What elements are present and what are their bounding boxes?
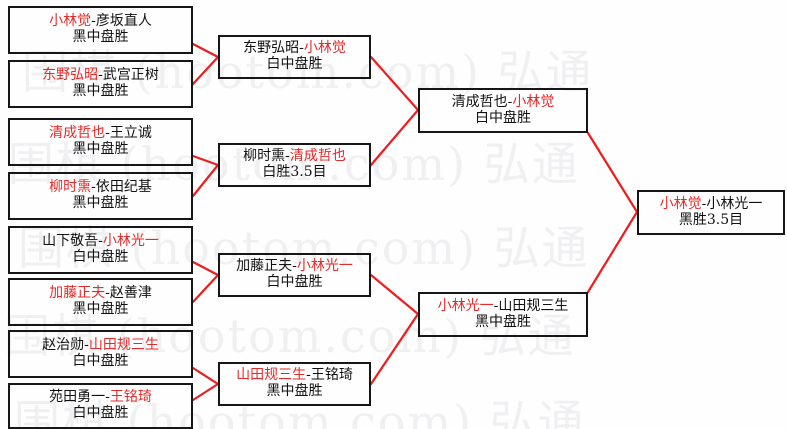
player-left: 山田规三生	[236, 367, 307, 384]
player-right: 小林光一	[102, 233, 159, 250]
match-players: 小林觉-彦坂直人	[49, 13, 152, 30]
match-players: 苑田勇一-王铭琦	[49, 389, 152, 406]
match-node[interactable]: 清成哲也-小林觉 白中盘胜	[418, 88, 588, 133]
match-result: 白胜3.5目	[262, 164, 327, 180]
separator: -	[285, 148, 290, 165]
player-left: 小林觉	[659, 195, 702, 212]
separator: -	[292, 258, 297, 275]
match-players: 柳时熏-清成哲也	[243, 148, 346, 165]
player-right: 小林觉	[512, 93, 555, 110]
match-players: 加藤正夫-小林光一	[236, 258, 353, 275]
separator: -	[493, 297, 499, 314]
player-left: 加藤正夫	[236, 258, 293, 275]
match-result: 黑中盘胜	[72, 301, 129, 317]
player-left: 柳时熏	[49, 179, 92, 196]
player-right: 武宫正树	[102, 67, 159, 84]
player-left: 小林觉	[49, 13, 92, 30]
player-right: 小林光一	[296, 258, 353, 275]
player-right: 依田纪基	[95, 179, 152, 196]
player-left: 小林光一	[437, 297, 494, 314]
player-left: 苑田勇一	[49, 389, 106, 406]
player-left: 清成哲也	[451, 93, 508, 110]
match-node[interactable]: 加藤正夫-赵善津 黑中盘胜	[8, 278, 193, 326]
match-players: 清成哲也-王立诚	[49, 125, 152, 142]
separator: -	[84, 337, 89, 354]
match-node[interactable]: 苑田勇一-王铭琦 白中盘胜	[8, 383, 193, 429]
separator: -	[306, 367, 311, 384]
match-result: 黑中盘胜	[72, 83, 129, 99]
match-result: 白中盘胜	[475, 109, 531, 126]
player-left: 东野弘昭	[42, 67, 99, 84]
match-result: 白中盘胜	[72, 353, 129, 369]
separator: -	[98, 67, 103, 84]
match-node[interactable]: 小林光一-山田规三生 黑中盘胜	[418, 292, 588, 337]
match-result: 白中盘胜	[266, 56, 323, 72]
player-left: 东野弘昭	[243, 40, 300, 57]
separator: -	[701, 195, 707, 212]
player-left: 赵治勋	[42, 337, 85, 354]
player-right: 王铭琦	[109, 389, 152, 406]
separator: -	[91, 179, 96, 196]
player-right: 小林觉	[303, 40, 346, 57]
player-right: 山田规三生	[88, 337, 159, 354]
match-result: 黑胜3.5目	[678, 211, 744, 228]
player-left: 柳时熏	[243, 148, 286, 165]
separator: -	[105, 285, 110, 302]
match-players: 赵治勋-山田规三生	[42, 337, 159, 354]
match-result: 黑中盘胜	[72, 141, 129, 157]
match-node[interactable]: 清成哲也-王立诚 黑中盘胜	[8, 118, 193, 166]
player-left: 山下敬吾	[42, 233, 99, 250]
player-right: 小林光一	[706, 195, 763, 212]
match-node[interactable]: 柳时熏-依田纪基 黑中盘胜	[8, 172, 193, 220]
match-node[interactable]: 东野弘昭-小林觉 白中盘胜	[218, 35, 371, 79]
match-result: 黑中盘胜	[72, 29, 129, 45]
player-right: 山田规三生	[498, 297, 569, 314]
player-right: 王铭琦	[310, 367, 353, 384]
separator: -	[507, 93, 513, 110]
match-node[interactable]: 小林觉-彦坂直人 黑中盘胜	[8, 6, 193, 54]
separator: -	[105, 125, 110, 142]
match-node[interactable]: 加藤正夫-小林光一 白中盘胜	[218, 253, 371, 297]
match-node-final[interactable]: 小林觉-小林光一 黑胜3.5目	[637, 190, 785, 235]
match-players: 清成哲也-小林觉	[451, 93, 555, 111]
player-right: 彦坂直人	[95, 13, 152, 30]
match-players: 山下敬吾-小林光一	[42, 233, 159, 250]
match-players: 东野弘昭-小林觉	[243, 40, 346, 57]
match-result: 白中盘胜	[72, 405, 129, 421]
player-left: 加藤正夫	[49, 285, 106, 302]
match-node[interactable]: 山下敬吾-小林光一 白中盘胜	[8, 226, 193, 274]
separator: -	[91, 13, 96, 30]
player-left: 清成哲也	[49, 125, 106, 142]
match-result: 白中盘胜	[72, 249, 129, 265]
match-players: 加藤正夫-赵善津	[49, 285, 152, 302]
match-node[interactable]: 赵治勋-山田规三生 白中盘胜	[8, 330, 193, 378]
match-result: 黑中盘胜	[266, 383, 323, 399]
match-players: 山田规三生-王铭琦	[236, 367, 353, 384]
match-node[interactable]: 山田规三生-王铭琦 黑中盘胜	[218, 362, 371, 406]
match-players: 小林光一-山田规三生	[437, 297, 569, 315]
separator: -	[299, 40, 304, 57]
player-right: 清成哲也	[289, 148, 346, 165]
match-players: 小林觉-小林光一	[659, 195, 763, 213]
match-result: 白中盘胜	[266, 274, 323, 290]
match-players: 东野弘昭-武宫正树	[42, 67, 159, 84]
player-right: 赵善津	[109, 285, 152, 302]
match-result: 黑中盘胜	[72, 195, 129, 211]
match-node[interactable]: 东野弘昭-武宫正树 黑中盘胜	[8, 60, 193, 108]
player-right: 王立诚	[109, 125, 152, 142]
separator: -	[98, 233, 103, 250]
match-node[interactable]: 柳时熏-清成哲也 白胜3.5目	[218, 143, 371, 187]
match-players: 柳时熏-依田纪基	[49, 179, 152, 196]
separator: -	[105, 389, 110, 406]
match-result: 黑中盘胜	[475, 313, 531, 330]
